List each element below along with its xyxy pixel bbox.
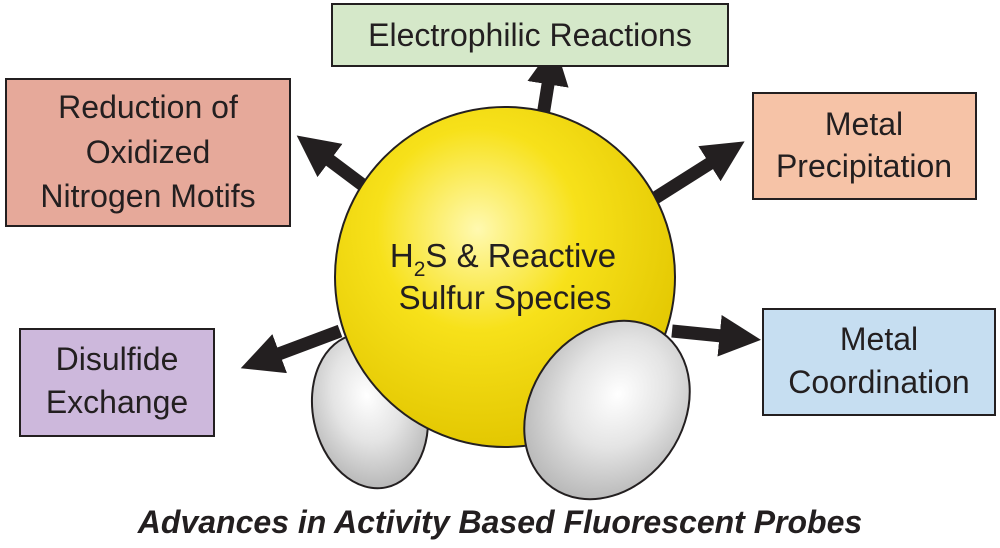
arrow-to-precipitation [648, 141, 745, 206]
box-disulfide-label-line2: Exchange [46, 384, 188, 420]
box-precipitation-label-line2: Precipitation [776, 148, 952, 184]
center-label-line2: Sulfur Species [399, 279, 612, 316]
box-coordination-label-line2: Coordination [788, 364, 969, 400]
box-disulfide-exchange: Disulfide Exchange [19, 328, 215, 437]
box-disulfide-background [19, 328, 215, 437]
box-reduction-nitrogen: Reduction of Oxidized Nitrogen Motifs [5, 78, 291, 227]
box-reduction-background [5, 78, 291, 227]
hydrogen-atom-right [523, 319, 691, 501]
box-electrophilic-background [331, 3, 729, 67]
box-disulfide-label-line1: Disulfide [56, 341, 179, 377]
box-electrophilic-label: Electrophilic Reactions [368, 17, 692, 53]
box-reduction-label-line3: Nitrogen Motifs [40, 178, 255, 214]
center-label-line1: H2S & Reactive [390, 237, 616, 281]
arrow-to-disulfide [240, 324, 343, 374]
box-metal-coordination: Metal Coordination [762, 308, 996, 416]
box-metal-precipitation: Metal Precipitation [752, 92, 977, 200]
box-precipitation-background [752, 92, 977, 200]
box-reduction-label-line1: Reduction of [58, 89, 238, 125]
figure-caption: Advances in Activity Based Fluorescent P… [137, 504, 862, 540]
box-coordination-background [762, 308, 996, 416]
arrow-to-coordination [671, 315, 761, 357]
box-coordination-label-line1: Metal [840, 321, 918, 357]
box-electrophilic-reactions: Electrophilic Reactions [331, 3, 729, 67]
box-reduction-label-line2: Oxidized [86, 134, 211, 170]
box-precipitation-label-line1: Metal [825, 106, 903, 142]
